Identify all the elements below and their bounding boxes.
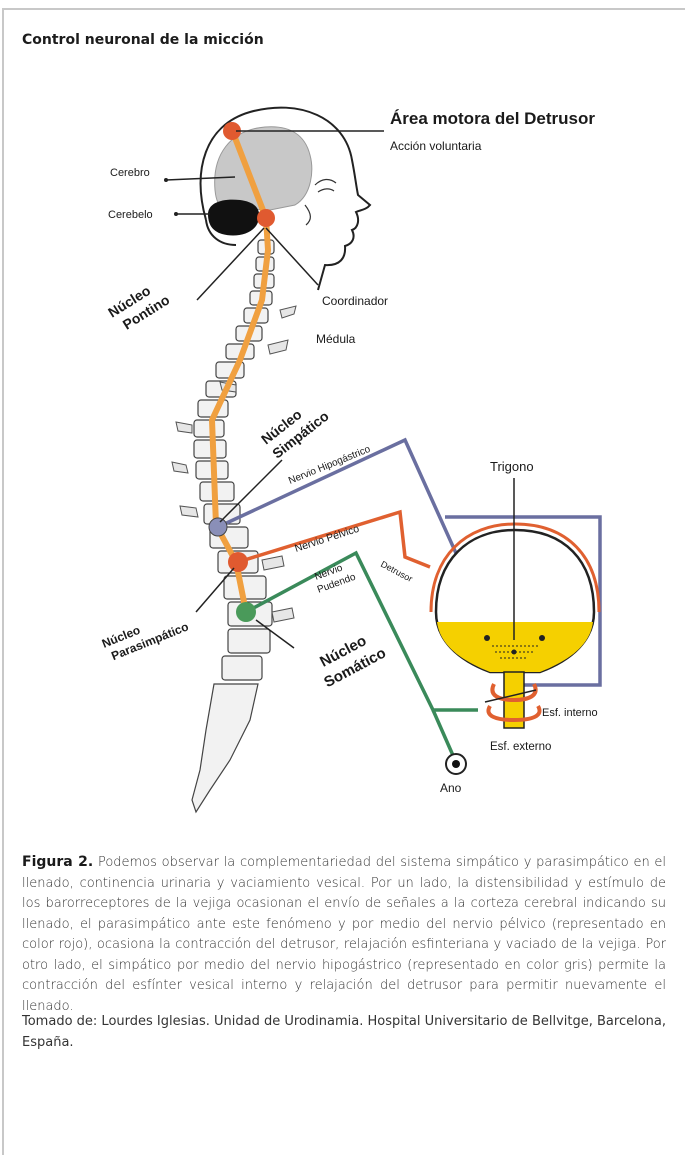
spinal-column xyxy=(192,240,274,812)
cerebelo-shape xyxy=(208,200,259,236)
label-nervio-pudendo: Nervio Pudendo xyxy=(311,559,357,595)
figure-label: Figura 2. xyxy=(22,854,93,870)
label-medula: Médula xyxy=(316,332,356,346)
anus-symbol xyxy=(446,754,466,774)
label-nucleo-parasimpatico: Núcleo Parasimpático xyxy=(100,606,191,665)
label-coordinador: Coordinador xyxy=(322,294,388,308)
caption-text: Podemos observar la complementariedad de… xyxy=(22,855,666,1014)
label-nucleo-somatico: Núcleo Somático xyxy=(312,627,389,691)
nucleo-parasimpatico-node xyxy=(228,552,248,572)
label-cerebro: Cerebro xyxy=(110,167,150,179)
label-trigono: Trigono xyxy=(490,459,534,474)
figure-source: Tomado de: Lourdes Iglesias. Unidad de U… xyxy=(22,1012,666,1053)
label-detrusor: Detrusor xyxy=(379,559,414,584)
nucleo-simpatico-node xyxy=(209,518,227,536)
label-nervio-pelvico: Nervio Pélvico xyxy=(293,523,361,555)
figure-caption: Figura 2. Podemos observar la complement… xyxy=(22,852,666,1017)
coordinador-node xyxy=(257,209,275,227)
label-accion-voluntaria: Acción voluntaria xyxy=(390,139,482,153)
label-esf-interno: Esf. interno xyxy=(542,707,598,719)
label-nucleo-pontino: Núcleo Pontino xyxy=(105,276,172,336)
label-nervio-hipogastrico: Nervio Hipogástrico xyxy=(287,444,372,487)
label-nucleo-simpatico: Núcleo Simpático xyxy=(258,394,332,462)
nucleo-somatico-node xyxy=(236,602,256,622)
micturition-diagram: Área motora del Detrusor Acción voluntar… xyxy=(0,0,685,850)
label-area-motora: Área motora del Detrusor xyxy=(390,109,595,128)
label-cerebelo: Cerebelo xyxy=(108,209,153,221)
leader-dots xyxy=(164,178,178,216)
bladder xyxy=(431,524,599,728)
label-ano: Ano xyxy=(440,781,462,795)
label-esf-externo: Esf. externo xyxy=(490,741,551,753)
pudendal-to-anus xyxy=(433,710,455,760)
